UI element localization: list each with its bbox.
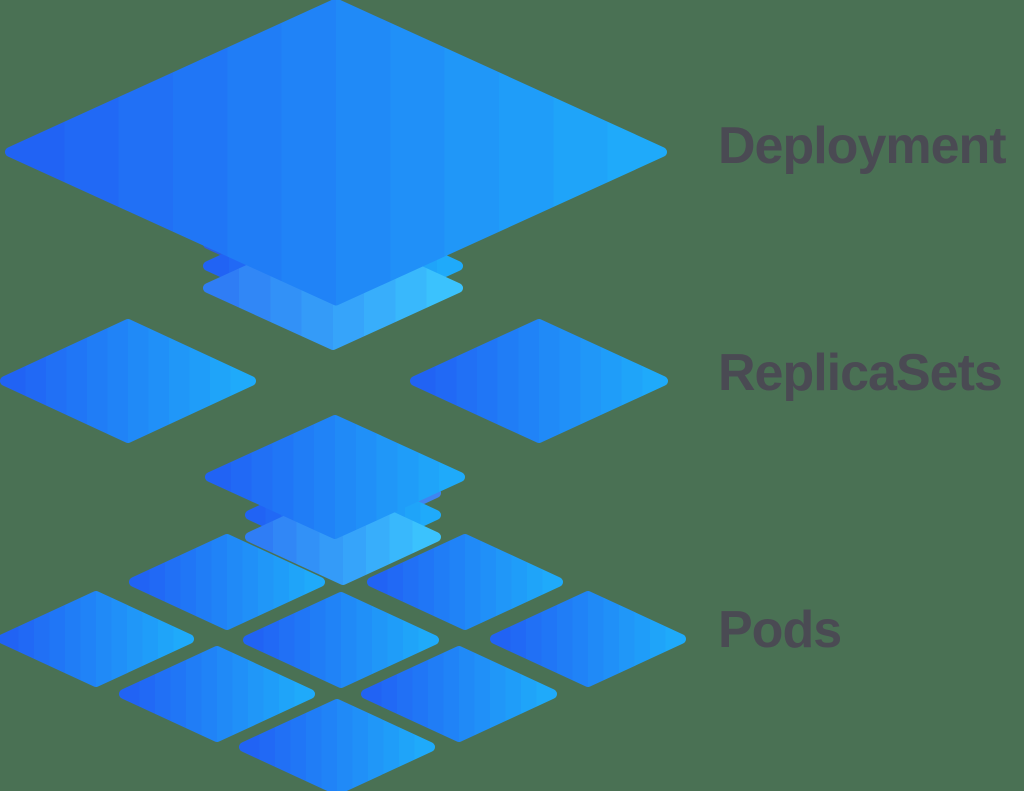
pod-diamond-3 [0,591,194,687]
replicaset-left-diamond [0,319,256,443]
pods-label: Pods [718,601,842,659]
deployment-diamond [5,0,667,306]
replicasets-label: ReplicaSets [718,344,1003,402]
pod-diamond-4 [243,592,439,688]
pod-diamond-5 [490,591,686,687]
pod-diamond-6 [119,646,315,742]
pod-diamond-2 [367,534,563,630]
replicaset-right-diamond [410,319,668,443]
pod-diamond-1 [129,534,325,630]
pod-diamond-7 [361,646,557,742]
deployment-label: Deployment [718,117,1007,175]
pod-diamond-8 [239,699,435,791]
replicaset-center-diamond [205,415,465,539]
